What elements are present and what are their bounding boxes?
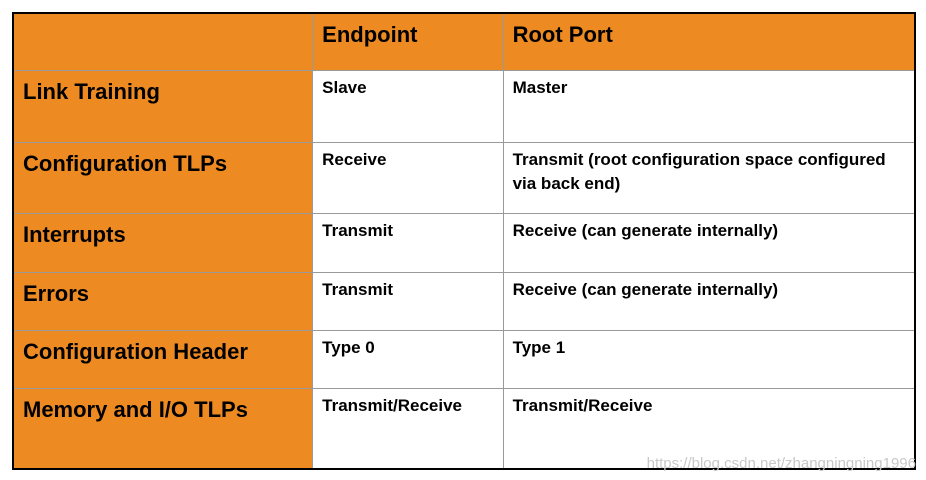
root-port-cell: Master <box>502 69 916 144</box>
root-port-cell: Transmit (root configuration space confi… <box>502 142 916 215</box>
endpoint-cell: Transmit <box>312 213 504 273</box>
table-row: Link Training Slave Master <box>12 69 916 144</box>
endpoint-cell: Transmit <box>312 271 504 331</box>
root-port-cell: Type 1 <box>502 329 916 390</box>
table-row: Errors Transmit Receive (can generate in… <box>12 271 916 331</box>
watermark-text: https://blog.csdn.net/zhangningning1996 <box>646 455 916 472</box>
row-label: Errors <box>12 271 314 331</box>
header-corner-cell <box>12 12 314 71</box>
row-label: Configuration Header <box>12 329 314 390</box>
root-port-cell: Receive (can generate internally) <box>502 213 916 273</box>
table-row: Configuration Header Type 0 Type 1 <box>12 329 916 390</box>
header-root-port: Root Port <box>502 12 916 71</box>
row-label: Configuration TLPs <box>12 142 314 215</box>
table-header-row: Endpoint Root Port <box>12 12 916 71</box>
row-label: Interrupts <box>12 213 314 273</box>
endpoint-cell: Type 0 <box>312 329 504 390</box>
row-label: Link Training <box>12 69 314 144</box>
table-row: Memory and I/O TLPs Transmit/Receive Tra… <box>12 388 916 470</box>
endpoint-cell: Slave <box>312 69 504 144</box>
row-label: Memory and I/O TLPs <box>12 388 314 470</box>
header-endpoint: Endpoint <box>312 12 504 71</box>
root-port-cell: Transmit/Receive <box>502 388 916 470</box>
comparison-table: Endpoint Root Port Link Training Slave M… <box>12 12 916 470</box>
endpoint-cell: Receive <box>312 142 504 215</box>
endpoint-cell: Transmit/Receive <box>312 388 504 470</box>
root-port-cell: Receive (can generate internally) <box>502 271 916 331</box>
table-row: Interrupts Transmit Receive (can generat… <box>12 213 916 273</box>
table-row: Configuration TLPs Receive Transmit (roo… <box>12 142 916 215</box>
